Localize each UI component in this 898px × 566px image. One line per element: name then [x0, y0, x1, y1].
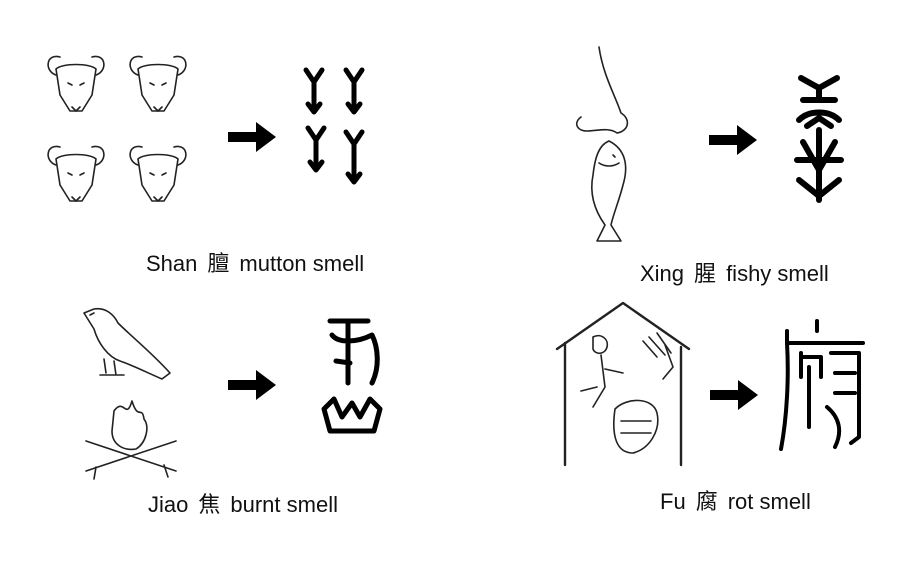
panel-shan: Shan 膻 mutton smell	[0, 0, 449, 283]
right-arrow-icon	[228, 370, 276, 400]
right-arrow-icon	[228, 122, 276, 152]
caption-meaning: burnt smell	[230, 492, 338, 517]
caption-hanzi: 膻	[207, 252, 230, 277]
nose-and-fish-illustration	[575, 46, 629, 242]
caption-fu: Fu 腐 rot smell	[660, 484, 811, 516]
house-person-meat-illustration	[555, 301, 691, 467]
caption-xing: Xing 腥 fishy smell	[640, 256, 829, 288]
panel-xing: Xing 腥 fishy smell	[449, 0, 898, 287]
panel-fu: Fu 腐 rot smell	[449, 283, 898, 566]
caption-hanzi: 焦	[198, 493, 221, 518]
caption-shan: Shan 膻 mutton smell	[146, 246, 364, 278]
caption-hanzi: 腐	[695, 490, 718, 515]
caption-meaning: fishy smell	[726, 261, 829, 286]
fu-seal-glyph	[779, 319, 865, 451]
caption-hanzi: 腥	[694, 262, 717, 287]
caption-pinyin: Jiao	[148, 492, 189, 517]
right-arrow-icon	[710, 380, 758, 410]
caption-pinyin: Fu	[660, 489, 686, 514]
shan-oracle-glyph	[303, 67, 365, 185]
caption-jiao: Jiao 焦 burnt smell	[148, 487, 338, 519]
ram-heads-illustration	[47, 55, 187, 202]
right-arrow-icon	[709, 125, 757, 155]
xing-oracle-glyph	[794, 75, 844, 203]
jiao-oracle-glyph	[321, 318, 383, 434]
caption-pinyin: Shan	[146, 251, 198, 276]
bird-over-fire-illustration	[83, 307, 177, 480]
caption-meaning: rot smell	[727, 489, 811, 514]
caption-meaning: mutton smell	[239, 251, 365, 276]
panel-jiao: Jiao 焦 burnt smell	[0, 283, 449, 566]
caption-pinyin: Xing	[640, 261, 685, 286]
